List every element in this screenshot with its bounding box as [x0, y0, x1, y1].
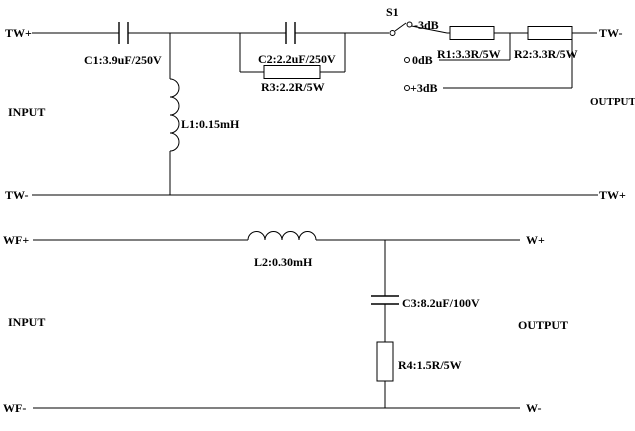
- woofer-out-pos-label: W+: [526, 233, 545, 247]
- att-minus3db-label: -3dB: [414, 18, 439, 32]
- c2-label: C2:2.2uF/250V: [258, 52, 336, 66]
- tweeter-output-label: OUTPUT: [590, 96, 635, 108]
- s1-label: S1: [386, 5, 399, 19]
- att-0db-label: 0dB: [412, 53, 433, 67]
- c3-capacitor: [371, 295, 399, 305]
- c2-capacitor: [285, 22, 296, 44]
- att-plus3db-label: +3dB: [410, 81, 438, 95]
- l2-inductor: [247, 231, 317, 241]
- switch-pole-node: [389, 30, 396, 36]
- switch-contact-minus3db: [406, 21, 413, 28]
- l1-label: L1:0.15mH: [181, 117, 240, 131]
- r3-resistor-branch: [239, 33, 346, 79]
- c1-capacitor: [118, 22, 129, 44]
- s1-switch: [389, 21, 413, 91]
- r4-resistor: [376, 341, 394, 382]
- c1-label: C1:3.9uF/250V: [84, 53, 162, 67]
- l1-inductor: [169, 33, 180, 195]
- tweeter-in-pos-label: TW+: [5, 26, 32, 40]
- r1-resistor: [449, 26, 495, 40]
- switch-blade: [394, 22, 407, 32]
- tweeter-out-neg-label: TW-: [599, 26, 623, 40]
- tweeter-in-neg-label: TW-: [5, 188, 29, 202]
- woofer-output-label: OUTPUT: [518, 318, 568, 332]
- switch-contact-0db: [404, 57, 410, 63]
- r3-label: R3:2.2R/5W: [261, 80, 325, 94]
- woofer-in-pos-label: WF+: [3, 233, 29, 247]
- r1-label: R1:3.3R/5W: [437, 47, 501, 61]
- tweeter-input-label: INPUT: [8, 105, 45, 119]
- r2-label: R2:3.3R/5W: [514, 47, 578, 61]
- woofer-out-neg-label: W-: [526, 401, 542, 415]
- woofer-shunt-branch: [371, 240, 399, 408]
- woofer-in-neg-label: WF-: [3, 401, 26, 415]
- r4-label: R4:1.5R/5W: [398, 358, 462, 372]
- attenuator-wires: [411, 25, 597, 89]
- r3-resistor: [263, 65, 321, 79]
- r2-resistor: [527, 26, 573, 40]
- woofer-input-label: INPUT: [8, 315, 45, 329]
- tweeter-out-pos-label: TW+: [599, 188, 626, 202]
- c3-label: C3:8.2uF/100V: [402, 296, 480, 310]
- l2-label: L2:0.30mH: [254, 255, 313, 269]
- switch-contact-plus3db: [404, 85, 410, 91]
